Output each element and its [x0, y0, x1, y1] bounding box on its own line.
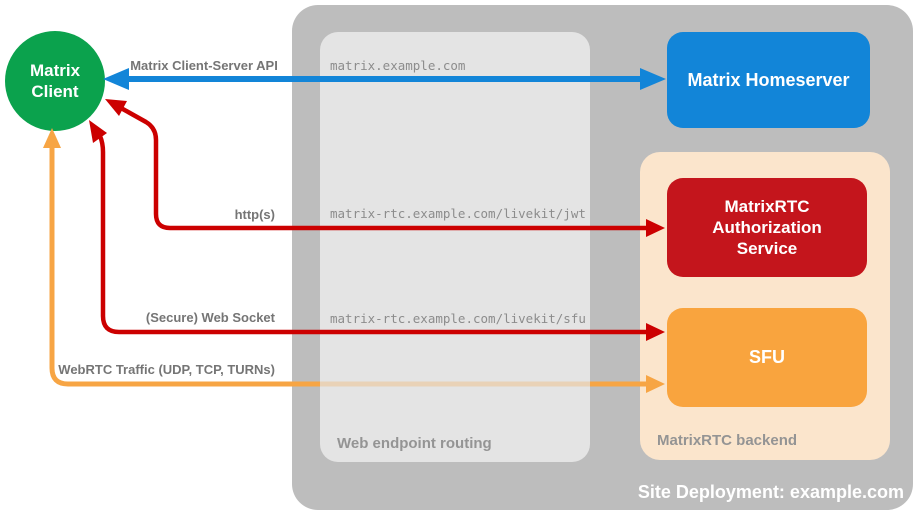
site-deployment-label: Site Deployment: example.com: [637, 482, 904, 502]
route-host-livekit-jwt: matrix-rtc.example.com/livekit/jwt: [330, 206, 586, 221]
websocket-arrow-label: (Secure) Web Socket: [145, 310, 275, 325]
https-arrow-label: http(s): [234, 207, 275, 222]
auth-service-label: MatrixRTC Authorization Service: [712, 197, 822, 258]
matrixrtc-backend-label: MatrixRTC backend: [657, 432, 798, 449]
route-host-livekit-sfu: matrix-rtc.example.com/livekit/sfu: [330, 311, 586, 326]
matrix-homeserver-node: Matrix Homeserver: [667, 32, 870, 128]
web-endpoint-routing-label: Web endpoint routing: [337, 435, 492, 452]
client-server-api-arrow-label: Matrix Client-Server API: [130, 58, 278, 73]
auth-service-node: MatrixRTC Authorization Service: [667, 178, 867, 277]
route-host-matrix: matrix.example.com: [330, 58, 466, 73]
sfu-node: SFU: [667, 308, 867, 407]
sfu-label: SFU: [749, 347, 785, 367]
webrtc-traffic-arrow-label: WebRTC Traffic (UDP, TCP, TURNs): [58, 362, 275, 377]
matrix-client-node: Matrix Client: [5, 31, 105, 131]
web-endpoint-routing-box: [320, 32, 590, 462]
matrix-client-label: Matrix Client: [29, 61, 81, 101]
matrix-homeserver-label: Matrix Homeserver: [687, 69, 850, 90]
